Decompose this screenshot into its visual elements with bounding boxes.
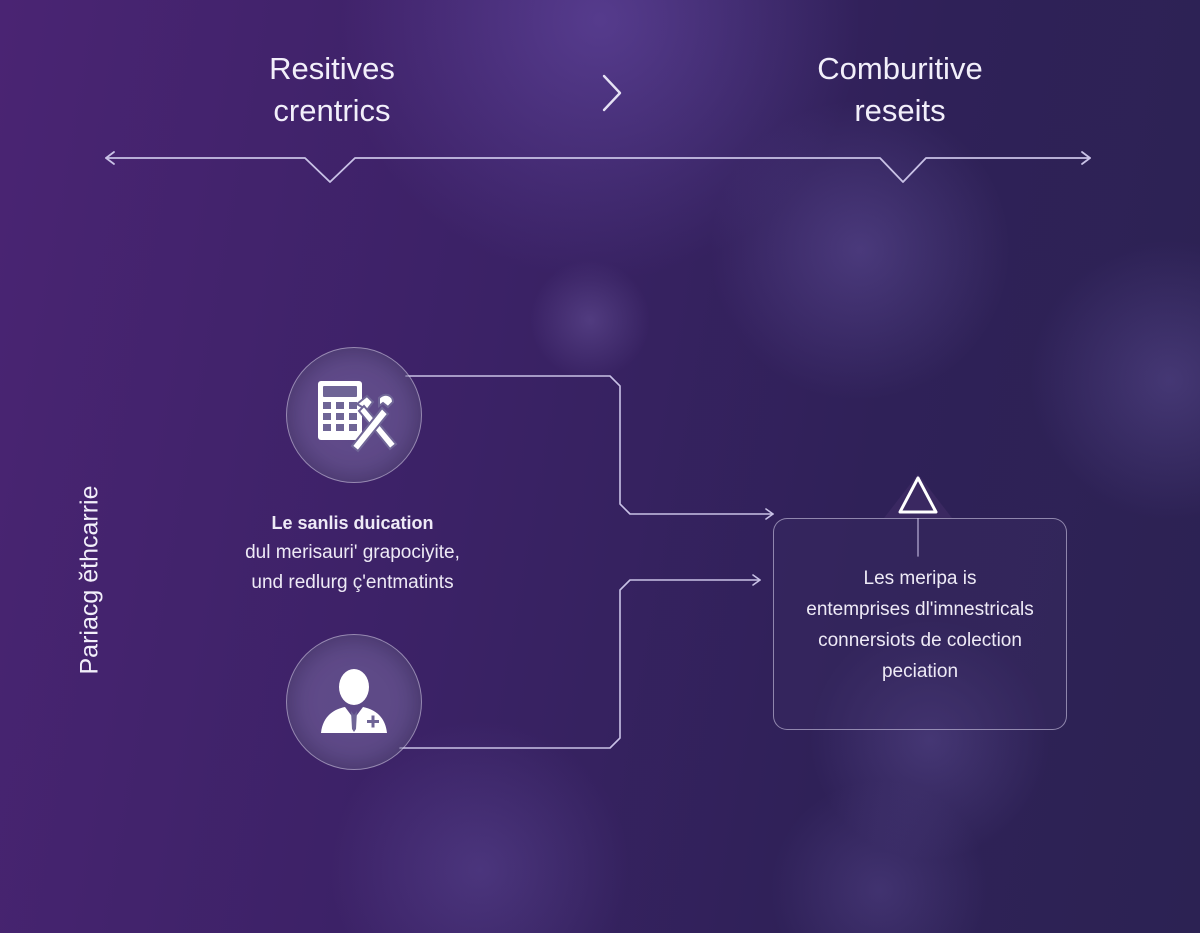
chevron-right-icon bbox=[596, 70, 626, 121]
result-line2: connersiots de colection bbox=[818, 630, 1022, 651]
connector-bottom-arrow bbox=[752, 574, 761, 586]
connector-bottom bbox=[399, 579, 761, 749]
header-left-line1: Resitives bbox=[269, 51, 395, 86]
result-line1: entemprises dl'imnestricals bbox=[806, 599, 1034, 620]
left-description-line2: und redlurg ç'entmatints bbox=[251, 572, 454, 593]
person-node bbox=[286, 634, 422, 770]
header-right-line1: Comburitive bbox=[817, 51, 983, 86]
doctor-person-icon bbox=[321, 669, 387, 733]
connector-top-arrow bbox=[765, 508, 774, 520]
timeline-axis bbox=[105, 151, 1091, 183]
warning-triangle-icon bbox=[880, 470, 956, 525]
side-label-text: Pariacg ĕthcarrie bbox=[75, 485, 104, 675]
timeline-arrow-right bbox=[1081, 151, 1091, 165]
result-title: Les meripa is bbox=[863, 568, 977, 589]
result-description: Les meripa is entemprises dl'imnestrical… bbox=[773, 563, 1067, 687]
header-left: Resitives crentrics bbox=[212, 48, 452, 132]
header-right-line2: reseits bbox=[854, 93, 946, 128]
header-left-line2: crentrics bbox=[273, 93, 391, 128]
connector-top bbox=[405, 375, 774, 515]
timeline-line bbox=[105, 157, 1091, 183]
calculator-node bbox=[286, 347, 422, 483]
timeline-arrow-left bbox=[105, 151, 115, 165]
left-description: Le sanlis duication dul merisauri' grapo… bbox=[200, 508, 505, 598]
calculator-tools-icon bbox=[318, 381, 398, 453]
left-description-line1: dul merisauri' grapociyite, bbox=[245, 542, 460, 563]
left-description-title: Le sanlis duication bbox=[271, 513, 434, 533]
result-box bbox=[773, 518, 1067, 730]
header-right: Comburitive reseits bbox=[780, 48, 1020, 132]
result-line3: peciation bbox=[881, 661, 959, 682]
